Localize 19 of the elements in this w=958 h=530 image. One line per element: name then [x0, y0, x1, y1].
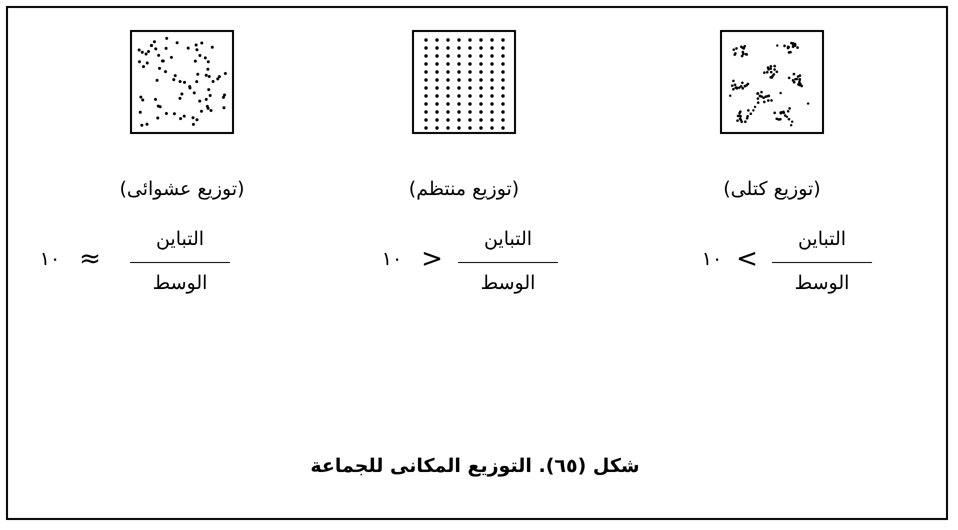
relation-symbol: ≈ [79, 244, 101, 274]
numerator-text: التباين [156, 228, 204, 250]
denominator-text: الوسط [794, 272, 850, 294]
denominator-text: الوسط [480, 272, 536, 294]
dot-pattern-drawing [720, 30, 824, 134]
figure-caption: شكل (٦٥). التوزيع المكانى للجماعة [310, 455, 640, 477]
number-text: ١٠ [702, 248, 722, 270]
numerator-text: التباين [484, 228, 532, 250]
number-text: ١٠ [382, 248, 402, 270]
denominator-text: الوسط [152, 272, 208, 294]
number-text: ١٠ [40, 248, 60, 270]
numerator-text: التباين [798, 228, 846, 250]
panel-caption: (توزيع منتظم) [408, 178, 520, 200]
dot-pattern-drawing [130, 30, 234, 134]
relation-symbol: > [421, 244, 443, 274]
panel-caption: (توزيع عشوائى) [119, 178, 245, 200]
relation-symbol: < [736, 244, 758, 274]
dot-pattern-drawing [412, 30, 516, 134]
panel-caption: (توزيع كتلى) [723, 178, 821, 200]
